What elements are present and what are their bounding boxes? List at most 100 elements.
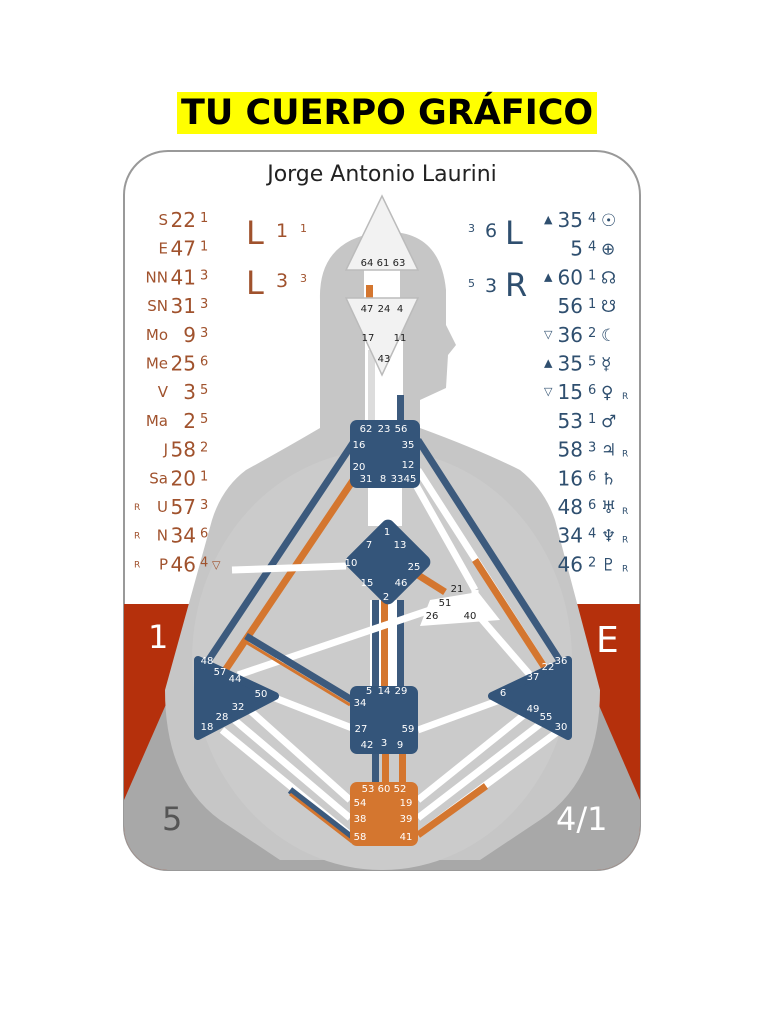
design-gate: 22: [171, 208, 196, 232]
gate-number-root: 60: [378, 784, 391, 795]
gate-number-root: 38: [354, 814, 367, 825]
personality-gate: 16: [558, 466, 583, 490]
design-planet-label: P: [159, 555, 168, 573]
personality-gate: 35: [558, 208, 583, 232]
gate-number-solar: 37: [527, 672, 540, 683]
personality-retro: R: [622, 536, 628, 546]
variable-right-a-2: 5: [468, 277, 475, 290]
design-gate: 57: [171, 495, 196, 519]
gate-number-ajna: 11: [394, 333, 407, 344]
band-right-label: E: [596, 620, 619, 661]
design-gate: 20: [171, 466, 196, 490]
design-line: 5: [200, 383, 208, 398]
centers: [194, 194, 572, 846]
variable-left-a-1: 1: [276, 220, 288, 242]
gate-number-spleen: 48: [201, 656, 214, 667]
channel-45-21-line: [408, 476, 479, 592]
gate-number-g: 10: [345, 558, 358, 569]
personality-gate: 36: [558, 323, 583, 347]
channel-34-20-design: [243, 639, 351, 707]
channel-10-57: [231, 562, 347, 574]
personality-line: 1: [588, 412, 596, 427]
variable-left-arrow-2: L: [246, 264, 264, 302]
gate-number-g: 46: [395, 578, 408, 589]
variable-right-arrow-1: L: [505, 214, 523, 252]
personality-line: 4: [588, 211, 596, 226]
design-line: 3: [200, 297, 208, 312]
gate-number-sacral: 27: [355, 724, 368, 735]
gate-number-solar: 55: [540, 712, 553, 723]
gate-number-sacral: 42: [361, 740, 374, 751]
personality-mark: ▲: [544, 270, 553, 283]
variables-right: 3 6 L 5 3 R: [468, 214, 527, 304]
personality-gate: 46: [558, 552, 583, 576]
variable-left-b-2: 3: [300, 272, 307, 285]
design-planet-label: Sa: [149, 469, 168, 487]
gate-number-solar: 36: [555, 656, 568, 667]
design-line: 5: [200, 412, 208, 427]
personality-gate: 5: [570, 237, 583, 261]
personality-line: 1: [588, 268, 596, 283]
gate-number-g: 7: [366, 540, 372, 551]
gate-number-g: 2: [383, 592, 389, 603]
design-gate: 25: [171, 352, 196, 376]
channel-58-18-design: [289, 792, 353, 844]
channel-59-6: [416, 696, 502, 734]
design-planet-label: V: [158, 383, 169, 401]
design-retro-marker: R: [134, 560, 140, 570]
solar-plexus-center: [488, 656, 572, 740]
variable-right-a-1: 3: [468, 222, 475, 235]
spleen-center: [194, 656, 279, 740]
channel-sacral-root-personality: [372, 752, 379, 782]
gate-number-solar: 49: [527, 704, 540, 715]
corner-left-label: 5: [162, 800, 182, 838]
design-line: 3: [200, 268, 208, 283]
gate-number-throat: 20: [353, 462, 366, 473]
variable-right-b-2: 3: [485, 275, 497, 297]
design-mark: ▽: [212, 558, 221, 571]
personality-line: 5: [588, 355, 596, 370]
gate-number-spleen: 28: [216, 712, 229, 723]
gate-number-spleen: 18: [201, 722, 214, 733]
design-gate: 47: [171, 237, 196, 261]
gate-number-throat: 23: [378, 424, 391, 435]
personality-line: 4: [588, 527, 596, 542]
channel-15-5-personality: [372, 600, 379, 686]
personality-line: 6: [588, 498, 596, 513]
person-name: Jorge Antonio Laurini: [265, 162, 497, 187]
root-center: [350, 782, 418, 846]
head-center: [344, 194, 420, 271]
design-gate: 34: [171, 524, 196, 548]
ajna-center: [344, 297, 420, 377]
gate-number-head: 64: [361, 258, 374, 269]
personality-retro: R: [622, 564, 628, 574]
personality-line: 2: [588, 555, 596, 570]
personality-gate: 35: [558, 352, 583, 376]
personality-symbol: ♃: [601, 441, 616, 461]
design-planet-label: U: [157, 498, 168, 516]
gate-number-throat: 56: [395, 424, 408, 435]
gate-number-ajna: 4: [397, 304, 403, 315]
design-line: 1: [200, 469, 208, 484]
gate-number-sacral: 14: [378, 686, 391, 697]
personality-line: 4: [588, 240, 596, 255]
channel-sacral-root-design: [382, 752, 389, 782]
corner-right-label: 4/1: [556, 800, 608, 838]
gate-number-ego: 21: [451, 584, 464, 595]
channel-16-48-personality: [203, 438, 358, 666]
gate-number-g: 25: [408, 562, 421, 573]
design-planet-label: E: [159, 240, 168, 258]
gate-number-root: 19: [400, 798, 413, 809]
gate-number-head: 61: [377, 258, 390, 269]
design-planet-label: Mo: [146, 326, 168, 344]
sacral-center: [350, 686, 418, 754]
design-line: 1: [200, 240, 208, 255]
gate-number-root: 39: [400, 814, 413, 825]
personality-mark: ▲: [544, 213, 553, 226]
channel-11-56-personality: [397, 395, 404, 430]
personality-symbol: ♆: [601, 527, 616, 547]
